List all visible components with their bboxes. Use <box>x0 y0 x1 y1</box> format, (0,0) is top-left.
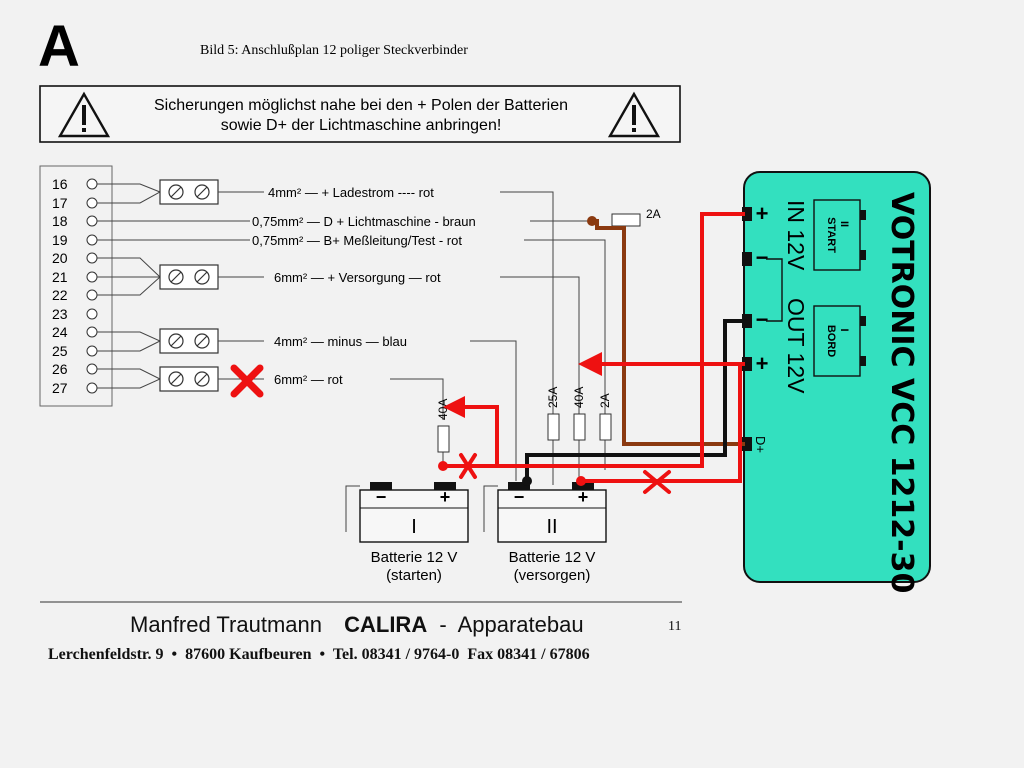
wire-labels: 4mm² — + Ladestrom ---- rot 0,75mm² — D … <box>252 185 476 387</box>
pin-label: 25 <box>52 343 68 359</box>
pin-label: 19 <box>52 232 68 248</box>
warning-text-line1: Sicherungen möglichst nahe bei den + Pol… <box>154 97 568 114</box>
cross-mark-icon <box>643 470 671 494</box>
pin-label: 27 <box>52 380 68 396</box>
terminal-block <box>159 264 219 290</box>
wire-label-messleitung: 0,75mm² — B+ Meßleitung/Test - rot <box>252 233 462 248</box>
fuse-2a <box>599 413 612 441</box>
footer-company: Apparatebau <box>458 612 584 637</box>
terminal-label: − <box>756 307 769 332</box>
battery-number: I <box>411 516 417 538</box>
brown-wire <box>587 216 745 446</box>
votronic-device: + − − + D+ IN 12V OUT 12V II START I BOR… <box>742 171 931 593</box>
footer: Manfred Trautmann CALIRA - Apparatebau 1… <box>48 612 681 663</box>
battery-plus: + <box>440 487 451 507</box>
bord-battery-symbol: I BORD <box>813 305 866 377</box>
bord-word: BORD <box>825 325 837 357</box>
out-label: OUT 12V <box>783 298 809 394</box>
terminal-plus-in <box>742 207 752 221</box>
terminal-dplus <box>742 437 752 451</box>
pin-labels: 16 17 18 19 20 21 22 23 24 25 26 27 <box>52 176 68 396</box>
footer-address: Lerchenfeldstr. 9 • 87600 Kaufbeuren • T… <box>48 646 590 663</box>
start-roman: II <box>838 221 850 227</box>
footer-sep: - <box>439 612 446 637</box>
fuse-label: 2A <box>598 393 612 408</box>
black-wire <box>522 319 745 486</box>
pin-label: 20 <box>52 250 68 266</box>
battery-minus: − <box>514 487 525 507</box>
warning-icon <box>57 91 111 138</box>
warning-icon <box>607 91 661 138</box>
footer-brand: CALIRA <box>344 612 427 637</box>
fuse-label: 2A <box>646 207 661 221</box>
pin-label: 22 <box>52 287 68 303</box>
terminal-block <box>159 366 219 392</box>
terminal-label: − <box>756 245 769 270</box>
terminal-block <box>159 328 219 354</box>
battery-number: II <box>546 516 557 538</box>
wire-label-lichtmaschine: 0,75mm² — D + Lichtmaschine - braun <box>252 214 476 229</box>
battery-minus: − <box>376 487 387 507</box>
fuse-label: 40A <box>572 387 586 408</box>
terminal-label: + <box>756 351 769 376</box>
terminal-minus-in <box>742 252 752 266</box>
warning-text-line2: sowie D+ der Lichtmaschine anbringen! <box>221 117 502 134</box>
in-label: IN 12V <box>783 200 809 271</box>
thin-wires <box>218 191 640 485</box>
fuse-label: 40A <box>436 399 450 420</box>
battery-sub-label: (versorgen) <box>514 567 591 584</box>
arrow-left <box>578 352 602 376</box>
fuse-2a-top <box>611 213 641 227</box>
device-title: VOTRONIC VCC 1212-30 <box>884 192 919 593</box>
pin-label: 16 <box>52 176 68 192</box>
bord-roman: I <box>838 328 850 331</box>
battery-1: − + I Batterie 12 V (starten) <box>345 482 469 584</box>
terminal-block <box>159 179 219 205</box>
fuse-40a <box>573 413 586 441</box>
battery-plus: + <box>578 487 589 507</box>
terminal-label: + <box>756 201 769 226</box>
terminal-blocks <box>159 179 219 392</box>
fuse-label: 25A <box>546 387 560 408</box>
arrow-left <box>443 396 465 418</box>
red-wires <box>443 212 745 483</box>
battery-sub-label: (starten) <box>386 567 442 584</box>
footer-name: Manfred Trautmann <box>130 612 322 637</box>
connector-block: 16 17 18 19 20 21 22 23 24 25 26 27 <box>39 165 113 407</box>
battery-label: Batterie 12 V <box>371 549 458 566</box>
fuses <box>437 213 641 453</box>
start-word: START <box>825 217 837 253</box>
wire-label-minus: 4mm² — minus — blau <box>274 334 407 349</box>
terminal-minus-out <box>742 314 752 328</box>
figure-caption: Bild 5: Anschlußplan 12 poliger Steckver… <box>200 43 468 58</box>
start-battery-symbol: II START <box>813 199 866 271</box>
fuse-25a <box>547 413 560 441</box>
pin-label: 26 <box>52 361 68 377</box>
fuse-40a-left <box>437 425 450 453</box>
wire-label-versorgung: 6mm² — + Versorgung — rot <box>274 270 441 285</box>
pin-label: 23 <box>52 306 68 322</box>
pin-label: 17 <box>52 195 68 211</box>
footer-page-number: 11 <box>668 619 681 634</box>
red-arrows <box>443 352 602 418</box>
wire-label-rot: 6mm² — rot <box>274 372 343 387</box>
battery-label: Batterie 12 V <box>509 549 596 566</box>
fuse-labels: 2A 40A 25A 40A 2A <box>436 207 661 420</box>
warning-box: Sicherungen möglichst nahe bei den + Pol… <box>39 85 681 143</box>
wire-label-ladestrom: 4mm² — + Ladestrom ---- rot <box>268 185 434 200</box>
red-dots <box>438 461 586 486</box>
page-letter: A <box>38 14 80 79</box>
pin-label: 21 <box>52 269 68 285</box>
battery-2: − + II Batterie 12 V (versorgen) <box>483 482 607 584</box>
footer-company-line: Manfred Trautmann CALIRA - Apparatebau <box>130 612 584 637</box>
terminal-label: D+ <box>753 436 768 453</box>
pin-label: 24 <box>52 324 68 340</box>
pin-label: 18 <box>52 213 68 229</box>
cross-mark-icon <box>230 364 264 398</box>
cross-mark-icon <box>459 453 477 479</box>
terminal-plus-out <box>742 357 752 371</box>
